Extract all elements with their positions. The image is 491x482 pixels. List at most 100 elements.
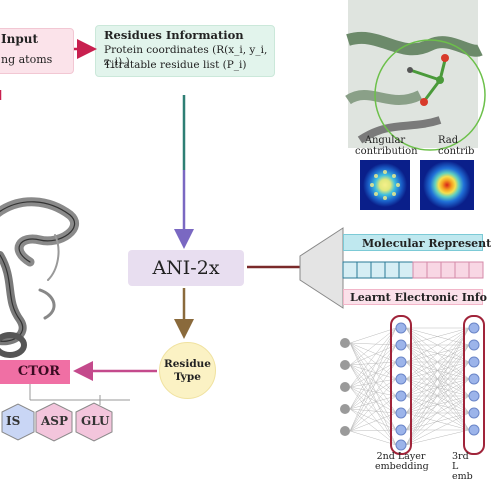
network-edge (405, 327, 470, 431)
predictor-label: CTOR (17, 364, 60, 379)
electronic-info-bar: Learnt Electronic Info (343, 289, 487, 305)
angular-contribution-image (360, 160, 410, 210)
second-layer-caption: 2nd Layer embedding (375, 451, 429, 472)
network-edge (349, 344, 397, 432)
network-edge (349, 361, 397, 388)
residue-type-circle: Residue Type (159, 342, 216, 399)
ani-2x-label: ANI-2x (152, 257, 220, 279)
network-edge (405, 327, 470, 380)
network-edge (405, 327, 470, 446)
network-edge (349, 408, 397, 431)
network-edge (405, 412, 470, 446)
second-layer-frame (390, 315, 412, 455)
network-edge (349, 342, 397, 414)
network-edge (349, 361, 397, 366)
network-edge (349, 327, 397, 366)
hex-label-asp: ASP (41, 414, 68, 428)
third-layer-frame (463, 315, 485, 455)
diagram-connectors (0, 0, 486, 455)
radial-caption-line2: contrib (438, 145, 475, 157)
network-edge (349, 378, 397, 410)
network-edge (349, 386, 397, 397)
radial-caption-line1: Rad (438, 135, 459, 146)
residue-type-line1: Residue (164, 358, 211, 371)
network-edge (349, 364, 397, 431)
network-edge (405, 361, 470, 446)
hex-his (1, 403, 35, 441)
network-edge (405, 395, 470, 431)
network-edge (349, 344, 397, 366)
network-edge (405, 412, 470, 431)
network-edge (349, 412, 397, 432)
network-edge (349, 408, 397, 414)
network-edge (349, 386, 397, 431)
hex-label-his: IS (6, 414, 21, 428)
input-title: Input (1, 32, 38, 46)
angular-caption: Angular contribution (355, 135, 418, 157)
network-edge (405, 327, 470, 363)
input-nodes (340, 338, 350, 436)
network-edge (349, 429, 397, 432)
network-edge (349, 430, 397, 446)
predictor-box: CTOR (0, 360, 70, 384)
network-edge (405, 395, 470, 446)
network-edge (349, 378, 397, 388)
network-edge (349, 342, 397, 397)
third-layer-caption: 3rd L emb (452, 452, 474, 482)
network-edge (349, 364, 397, 380)
network-edge (349, 342, 397, 431)
network-edge (405, 378, 470, 431)
hex-label-glu: GLU (81, 414, 110, 428)
second-layer-caption-line1: 2nd Layer (376, 451, 426, 462)
network-edge (405, 378, 470, 446)
network-edge (405, 327, 470, 397)
network-edge (349, 344, 397, 410)
neural-network (349, 327, 470, 446)
network-edge (349, 327, 397, 432)
residues-title: Residues Information (104, 28, 244, 42)
network-edge (405, 344, 470, 431)
network-edge (349, 364, 397, 414)
network-edge (349, 364, 397, 397)
second-layer-caption-line2: embedding (375, 460, 429, 472)
input-box: Input ng atoms (0, 28, 74, 74)
encoder-trapezoid (299, 227, 344, 309)
residue-type-line2: Type (174, 370, 201, 383)
radial-contribution-image (420, 160, 474, 210)
network-edge (349, 386, 397, 414)
network-edge (349, 327, 397, 410)
third-layer-caption-line1: 3rd L (452, 451, 469, 472)
network-edge (405, 344, 470, 446)
network-edge (349, 361, 397, 432)
network-edge (405, 429, 470, 446)
angular-caption-line2: contribution (355, 145, 418, 157)
network-edge (349, 378, 397, 432)
radial-caption: Rad contrib (438, 135, 478, 157)
network-edge (405, 327, 470, 346)
angular-caption-line1: Angular (364, 135, 406, 146)
third-layer-caption-line2: emb (452, 470, 473, 482)
titratable-list-text: Titratable residue list (P_i) (104, 59, 247, 71)
molecular-zoom-image (345, 0, 486, 151)
ani-2x-box: ANI-2x (128, 250, 244, 286)
embedding-vector (342, 261, 484, 279)
hex-glu (75, 402, 113, 442)
residue-hexagons (1, 384, 130, 442)
network-edge (349, 344, 397, 388)
network-edge (349, 361, 397, 410)
residues-info-box: Residues Information Protein coordinates… (95, 25, 275, 77)
network-edge (349, 386, 397, 446)
network-edge (349, 342, 397, 380)
protein-coordinates-text: Protein coordinates (R(x_i, y_i, z_i) ) (104, 44, 268, 68)
network-edge (349, 395, 397, 410)
network-edge (405, 327, 470, 414)
second-layer-nodes (395, 322, 407, 451)
network-edge (349, 395, 397, 432)
network-edge (349, 327, 397, 344)
protein-structure-image (0, 197, 79, 358)
network-edge (349, 327, 397, 388)
input-subtitle: ng atoms (1, 53, 53, 66)
network-edge (405, 361, 470, 431)
third-layer-nodes (468, 322, 480, 436)
network-edge (349, 408, 397, 446)
